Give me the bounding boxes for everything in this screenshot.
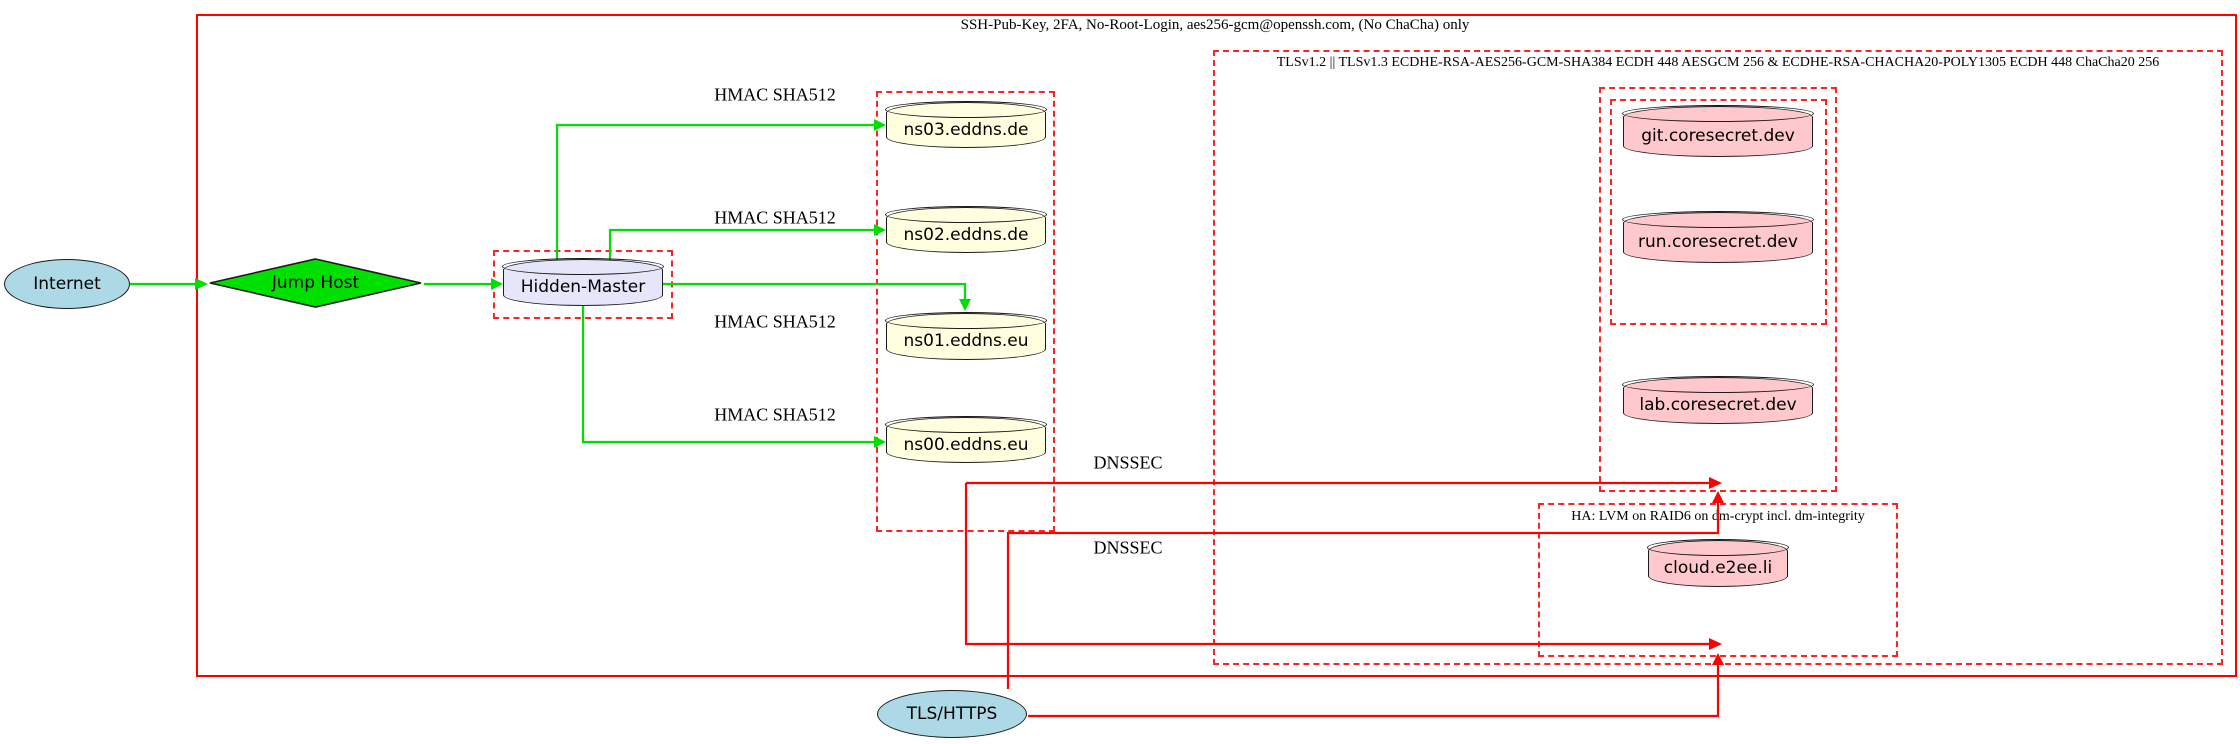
edge-label-hmac-ns00: HMAC SHA512 [714,404,836,425]
node-tls-https-label: TLS/HTTPS [906,704,998,724]
node-ns03: ns03.eddns.de [885,101,1047,148]
node-hidden-master-label: Hidden-Master [520,277,646,297]
node-jump-host-label: Jump Host [271,273,360,293]
node-ns02-label: ns02.eddns.de [903,224,1029,245]
cluster-gitrun-box [1610,99,1827,325]
edge-label-hmac-ns02: HMAC SHA512 [714,207,836,228]
edge-label-hmac-ns01: HMAC SHA512 [714,311,836,332]
cluster-ha-label: HA: LVM on RAID6 on dm-crypt incl. dm-in… [1571,509,1865,524]
node-jump-host: Jump Host [208,258,423,308]
node-internet: Internet [4,259,130,309]
node-cloud-label: cloud.e2ee.li [1663,558,1773,578]
node-ns03-label: ns03.eddns.de [903,119,1029,140]
diamond-shape [209,258,422,308]
node-lab: lab.coresecret.dev [1622,376,1814,424]
node-cloud: cloud.e2ee.li [1647,539,1789,587]
edge-label-dnssec-upper: DNSSEC [1093,452,1163,473]
node-ns02: ns02.eddns.de [885,206,1047,253]
node-lab-label: lab.coresecret.dev [1639,395,1797,415]
edge-label-dnssec-lower: DNSSEC [1093,537,1163,558]
node-run: run.coresecret.dev [1622,211,1814,263]
node-internet-label: Internet [33,274,101,294]
node-hidden-master: Hidden-Master [502,258,664,306]
node-run-label: run.coresecret.dev [1638,232,1798,252]
node-ns01: ns01.eddns.eu [885,312,1047,360]
cluster-ssh-label: SSH-Pub-Key, 2FA, No-Root-Login, aes256-… [960,17,1470,33]
node-ns00-label: ns00.eddns.eu [903,434,1029,455]
node-ns01-label: ns01.eddns.eu [903,331,1029,351]
edge-label-hmac-ns03: HMAC SHA512 [714,84,836,105]
node-ns00: ns00.eddns.eu [885,416,1047,463]
node-git-label: git.coresecret.dev [1641,126,1795,146]
node-tls-https: TLS/HTTPS [877,690,1027,738]
cluster-tls-label: TLSv1.2 || TLSv1.3 ECDHE-RSA-AES256-GCM-… [1276,55,2160,70]
node-git: git.coresecret.dev [1622,105,1814,157]
